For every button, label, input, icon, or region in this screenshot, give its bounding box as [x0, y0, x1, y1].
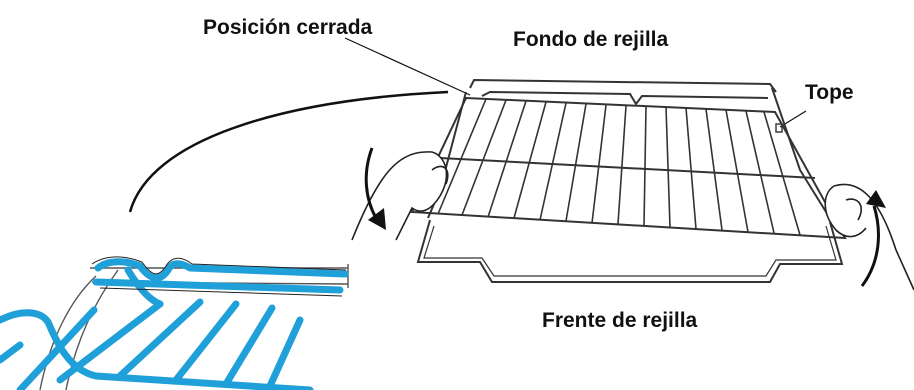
detail-blue-rack	[0, 258, 349, 390]
closed-position-label: Posición cerrada	[203, 16, 373, 39]
rack-back-label: Fondo de rejilla	[513, 28, 669, 51]
stop-label: Tope	[805, 81, 854, 104]
rack-front-label: Frente de rejilla	[542, 309, 698, 332]
rack-stop-tab	[775, 123, 783, 133]
curved-arrow-up-icon	[860, 190, 886, 287]
rack-cross-bar	[439, 157, 816, 179]
rack-back-frame	[469, 78, 777, 93]
rack-front-frame	[416, 219, 844, 283]
zoom-detail	[0, 256, 349, 390]
rack-back-frame-inner	[481, 90, 769, 106]
oven-rack	[410, 78, 847, 283]
rack-wires	[437, 98, 801, 236]
rack-right-side	[771, 87, 837, 229]
curved-arrow-down-icon	[364, 147, 386, 230]
closed-position-leader	[344, 37, 471, 96]
detail-rack-outline	[91, 256, 347, 297]
right-hand	[824, 183, 914, 291]
rack-front-frame-inner	[423, 225, 837, 277]
zoom-callout-curve	[128, 90, 449, 213]
